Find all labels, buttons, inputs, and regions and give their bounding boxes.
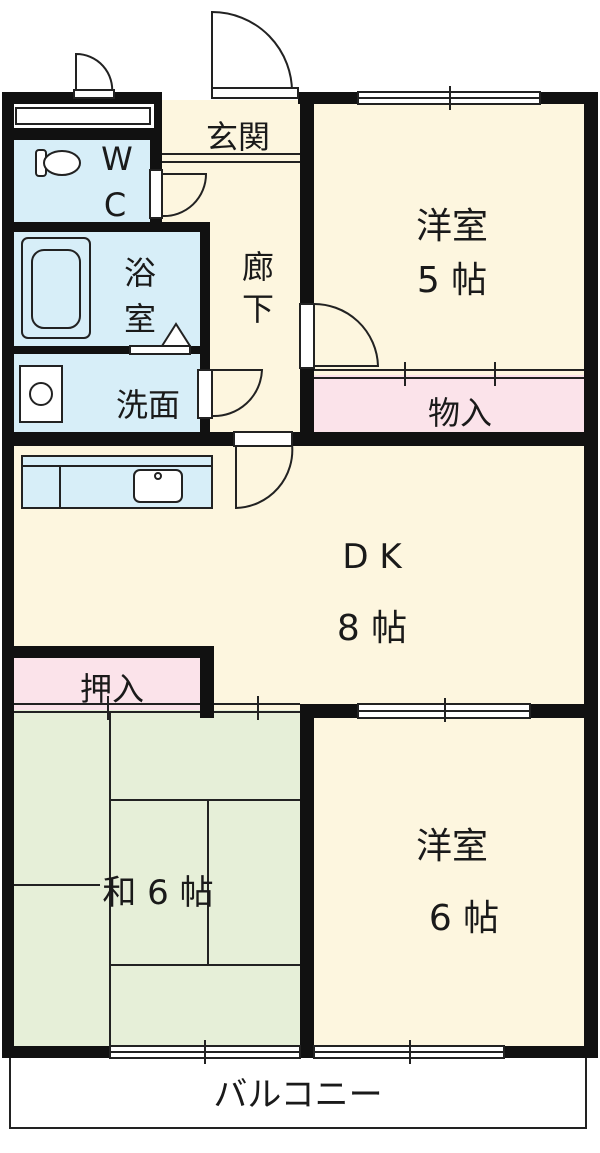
tatami-lines [14, 712, 300, 1052]
door-jambs [73, 87, 315, 447]
floor-western-room-b [308, 710, 586, 1055]
label-japanese-room: 和 6 帖 [102, 873, 213, 913]
label-storage: 物入 [428, 394, 492, 432]
label-washroom: 洗面 [116, 386, 180, 424]
kitchen-counter-icon [21, 455, 213, 509]
washroom-step-icon [160, 322, 192, 347]
label-bath-line1: 浴 [124, 254, 156, 292]
sink-icon [19, 365, 63, 423]
label-balcony: バルコニー [213, 1075, 382, 1115]
floor-storage [308, 375, 586, 440]
windows [15, 86, 541, 1064]
doors [75, 10, 380, 510]
floor-wc [10, 140, 155, 224]
label-western-room-a-size: 5 帖 [417, 260, 487, 301]
label-wc-line1: W [101, 140, 133, 178]
floor-japanese-room [10, 710, 308, 1055]
label-dk-name: D K [342, 537, 403, 577]
label-hallway-line1: 廊 [242, 248, 274, 286]
floor-balcony [9, 1055, 587, 1129]
sliding-doors [14, 153, 584, 720]
toilet-icon [35, 149, 81, 177]
label-western-room-b-name: 洋室 [416, 826, 488, 867]
label-western-room-b-size: 6 帖 [429, 898, 499, 939]
label-closet: 押入 [80, 670, 144, 708]
label-entrance: 玄関 [206, 118, 270, 156]
label-wc-line2: C [104, 186, 126, 224]
label-hallway-line2: 下 [242, 290, 274, 328]
floor-closet [10, 652, 210, 710]
label-bath-line2: 室 [124, 300, 156, 338]
label-dk-size: 8 帖 [337, 608, 407, 649]
bathtub-icon [21, 237, 91, 339]
label-western-room-a-name: 洋室 [416, 206, 488, 247]
